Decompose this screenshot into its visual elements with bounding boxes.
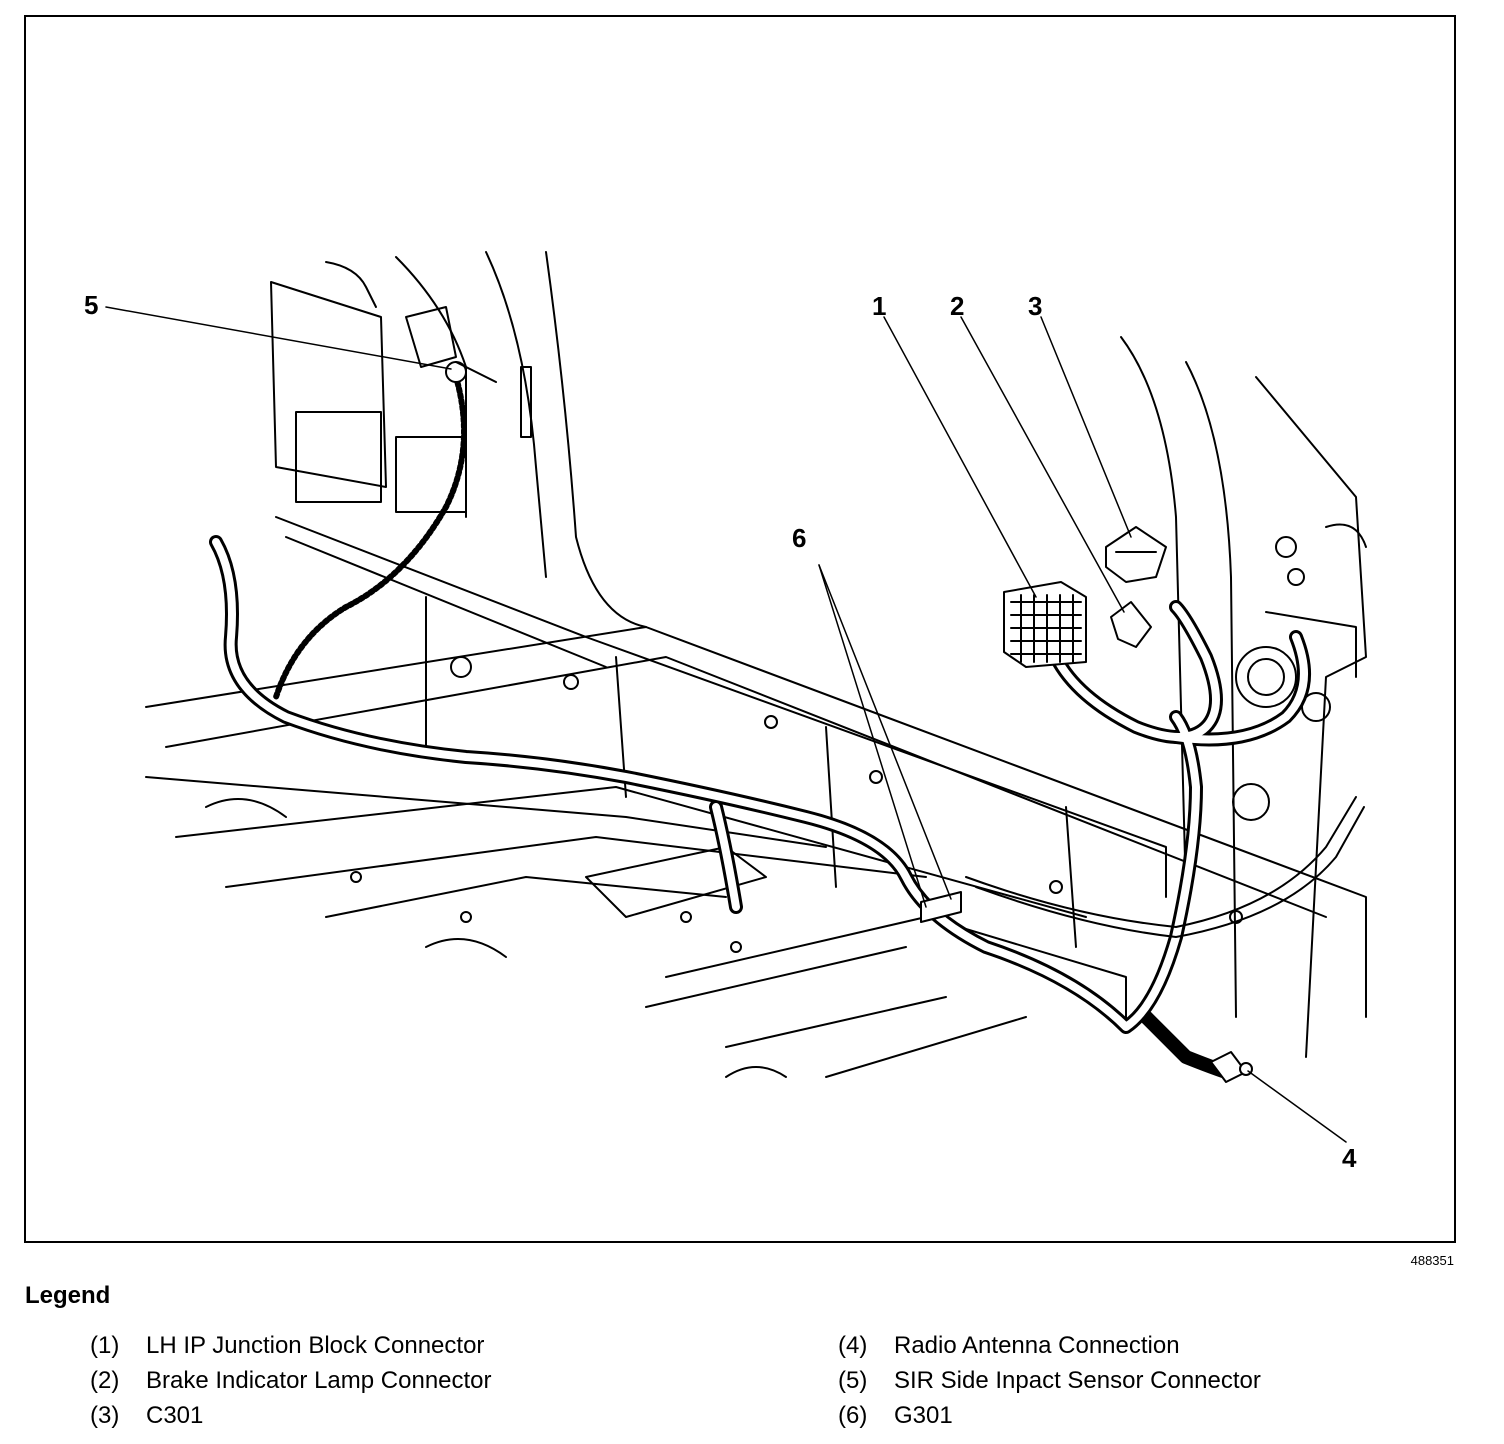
legend-item-label: C301 bbox=[146, 1402, 204, 1429]
legend-item: (1) LH IP Junction Block Connector bbox=[90, 1334, 484, 1358]
figure-id: 488351 bbox=[1410, 1253, 1454, 1268]
legend-item: (2) Brake Indicator Lamp Connector bbox=[90, 1369, 492, 1393]
sill-structure bbox=[145, 516, 1367, 1018]
kick-panel-structure bbox=[1120, 336, 1367, 1058]
pillar-structure bbox=[270, 251, 647, 628]
callout-1: 1 bbox=[872, 291, 887, 321]
brake-indicator-lamp-connector bbox=[1110, 601, 1152, 648]
callout-6: 6 bbox=[792, 523, 807, 553]
legend-item: (5) SIR Side Inpact Sensor Connector bbox=[838, 1369, 1261, 1393]
c301-connector bbox=[1105, 526, 1167, 583]
legend-item: (4) Radio Antenna Connection bbox=[838, 1334, 1180, 1358]
wiring-harness-drawing bbox=[105, 251, 1367, 1143]
lh-ip-junction-block-connector bbox=[1003, 581, 1087, 668]
legend-title: Legend bbox=[25, 1282, 111, 1309]
callout-5: 5 bbox=[84, 290, 99, 320]
legend-item-number: (2) bbox=[90, 1367, 120, 1394]
legend-item-label: SIR Side Inpact Sensor Connector bbox=[894, 1367, 1261, 1394]
legend-item-label: Radio Antenna Connection bbox=[894, 1332, 1180, 1359]
radio-antenna-connector bbox=[1210, 1051, 1253, 1083]
legend-item-label: Brake Indicator Lamp Connector bbox=[146, 1367, 492, 1394]
legend-item-label: G301 bbox=[894, 1402, 953, 1429]
legend-item-label: LH IP Junction Block Connector bbox=[146, 1332, 485, 1359]
callout-4: 4 bbox=[1342, 1143, 1357, 1173]
sir-sensor-connector bbox=[445, 361, 497, 383]
callout-3: 3 bbox=[1028, 291, 1043, 321]
sensor-lead bbox=[273, 374, 467, 700]
legend-item-number: (5) bbox=[838, 1367, 868, 1394]
legend-item-number: (6) bbox=[838, 1402, 868, 1429]
diagram-frame: 5 1 2 3 6 4 bbox=[24, 15, 1456, 1243]
legend-item-number: (4) bbox=[838, 1332, 868, 1359]
legend-item-number: (1) bbox=[90, 1332, 120, 1359]
antenna-lead bbox=[965, 796, 1365, 938]
legend-item-number: (3) bbox=[90, 1402, 120, 1429]
callout-2: 2 bbox=[950, 291, 965, 321]
floor-structure bbox=[145, 776, 1127, 1078]
leader-lines bbox=[105, 306, 1347, 1143]
legend-item: (3) C301 bbox=[90, 1404, 203, 1428]
legend-item: (6) G301 bbox=[838, 1404, 953, 1428]
